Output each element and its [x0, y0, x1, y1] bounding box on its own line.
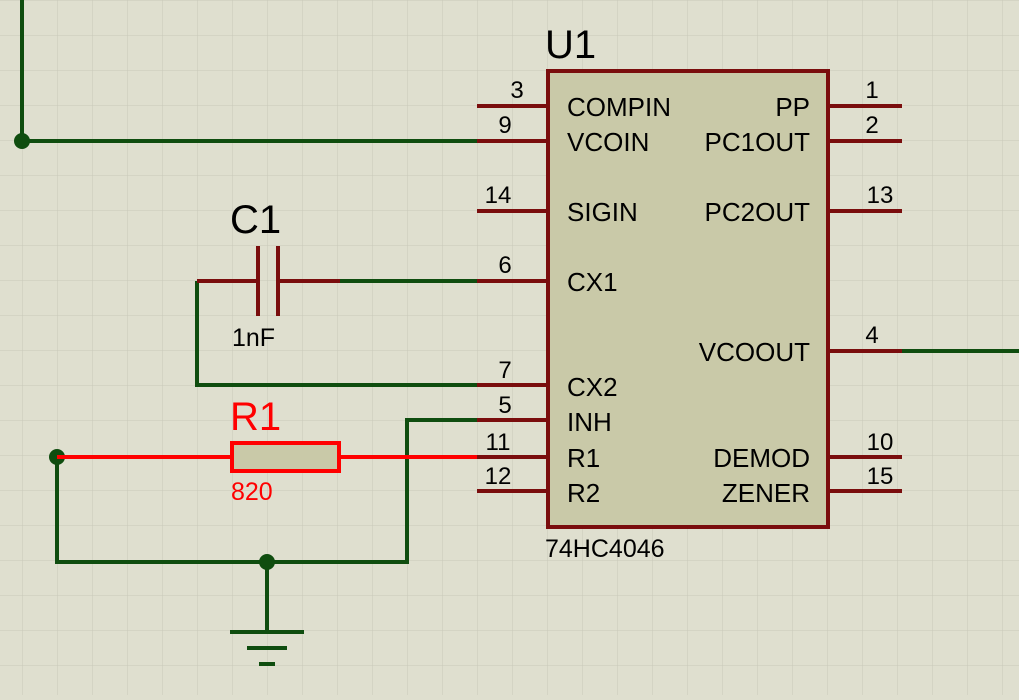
pin-number: 9: [498, 112, 511, 139]
ic-left-pins: 3 COMPIN 9 VCOIN 14 SIGIN 6 CX1 7 CX2 5 …: [477, 77, 671, 508]
pin-number: 5: [498, 392, 511, 419]
resistor-ref: R1: [230, 395, 281, 439]
capacitor-c1[interactable]: C1 1nF: [197, 198, 340, 352]
pin-number: 3: [510, 77, 523, 104]
pin-name: R1: [567, 443, 600, 473]
resistor-value: 820: [231, 478, 273, 506]
pin-number: 4: [865, 322, 878, 349]
pin-name: CX2: [567, 372, 618, 402]
ic-body[interactable]: [546, 69, 830, 529]
pin-number: 14: [485, 182, 512, 209]
wire-inh-ground-loop[interactable]: [55, 418, 477, 564]
pin-number: 7: [498, 357, 511, 384]
junction-dot: [259, 554, 275, 570]
pin-name: PC2OUT: [705, 197, 811, 227]
ic-right-pins: 1 PP 2 PC1OUT 13 PC2OUT 4 VCOOUT 10 DEMO…: [699, 77, 902, 508]
pin-name: DEMOD: [713, 443, 810, 473]
pin-name: CX1: [567, 267, 618, 297]
pin-name: VCOOUT: [699, 337, 810, 367]
pin-name: ZENER: [722, 478, 810, 508]
ground-icon[interactable]: [230, 630, 304, 666]
pin-number: 10: [867, 429, 894, 456]
pin-number: 2: [865, 112, 878, 139]
ic-u1[interactable]: U1 74HC4046 3 COMPIN 9 VCOIN 14 SIGIN 6 …: [477, 23, 902, 563]
wires: [20, 0, 1019, 632]
capacitor-value: 1nF: [232, 324, 275, 352]
pin-name: COMPIN: [567, 92, 671, 122]
pin-name: VCOIN: [567, 127, 649, 157]
pin-number: 6: [498, 252, 511, 279]
pin-name: SIGIN: [567, 197, 638, 227]
pin-name: PP: [775, 92, 810, 122]
junction-dot: [14, 133, 30, 149]
pin-number: 15: [867, 463, 894, 490]
pin-name: R2: [567, 478, 600, 508]
pin-name: INH: [567, 407, 612, 437]
wire-c1-to-cx2[interactable]: [195, 281, 477, 387]
pin-number: 12: [485, 463, 512, 490]
pin-number: 13: [867, 182, 894, 209]
capacitor-ref: C1: [230, 198, 281, 242]
resistor-r1[interactable]: R1 820: [57, 395, 477, 506]
pin-name: PC1OUT: [705, 127, 811, 157]
ic-part-number: 74HC4046: [545, 535, 665, 563]
pin-number: 1: [865, 77, 878, 104]
pin-number: 11: [486, 429, 511, 456]
resistor-body-icon: [230, 441, 341, 473]
ic-ref: U1: [545, 23, 596, 67]
